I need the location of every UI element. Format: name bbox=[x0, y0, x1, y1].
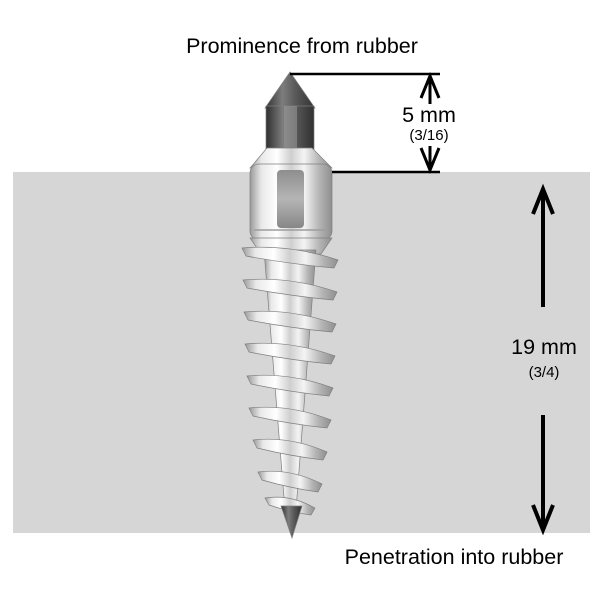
carbide-tip-cone bbox=[264, 71, 316, 109]
tire-stud-illustration bbox=[241, 71, 339, 540]
penetration-fraction: (3/4) bbox=[529, 364, 560, 381]
thread-flight bbox=[243, 310, 337, 333]
prominence-fraction: (3/16) bbox=[409, 127, 448, 144]
thread-flight bbox=[257, 470, 323, 493]
penetration-label: Penetration into rubber bbox=[345, 545, 564, 569]
thread-flight bbox=[242, 278, 338, 301]
prominence-value: 5 mm bbox=[402, 103, 456, 127]
thread-flight bbox=[246, 374, 334, 397]
arrow-down-icon bbox=[419, 146, 441, 174]
prominence-label: Prominence from rubber bbox=[186, 34, 418, 58]
thread-flight bbox=[252, 438, 328, 461]
stud-body-reflection bbox=[277, 170, 304, 228]
arrow-down-icon bbox=[531, 415, 555, 536]
prominence-dimension bbox=[290, 72, 441, 174]
penetration-dimension bbox=[531, 183, 555, 536]
arrow-up-icon bbox=[531, 183, 555, 307]
stud-point bbox=[280, 505, 303, 540]
arrow-up-icon bbox=[419, 72, 441, 104]
thread-flight bbox=[244, 342, 336, 365]
carbide-pin-facet-highlight bbox=[284, 106, 297, 152]
penetration-value: 19 mm bbox=[511, 335, 577, 359]
thread-flight bbox=[241, 246, 339, 269]
stud-body-chamfer bbox=[249, 147, 333, 169]
thread-flight bbox=[248, 406, 332, 429]
